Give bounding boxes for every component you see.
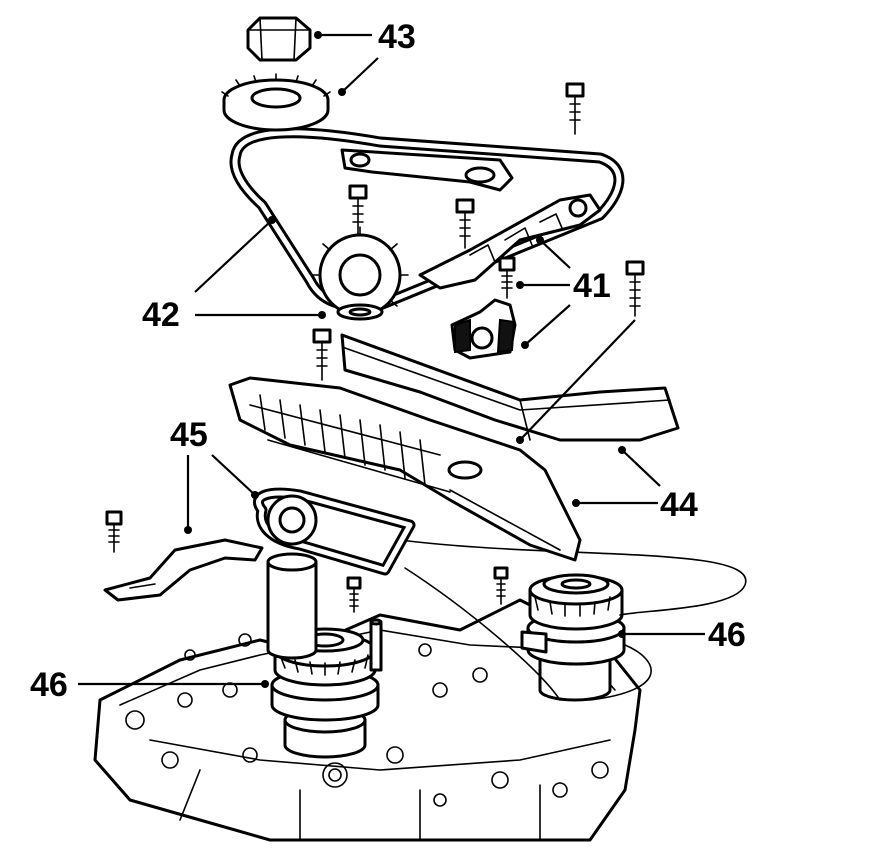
callout-43: 43 [314, 18, 416, 96]
callout-label-44: 44 [660, 486, 698, 524]
assembly-line-1 [399, 539, 747, 616]
chain-guide-bracket [103, 538, 264, 602]
upper-chain-42 [229, 127, 625, 312]
chain-guide-44 [228, 376, 582, 562]
locating-sleeve [266, 552, 318, 660]
tensioner-rail-44 [340, 333, 680, 442]
small-bolt-lower [346, 576, 362, 613]
callout-46-right: 46 [618, 616, 746, 654]
assembly-line-2 [404, 567, 561, 701]
upper-crank-sprocket [311, 226, 409, 321]
top-bolt [565, 82, 585, 135]
callout-46-left: 46 [30, 666, 269, 704]
callout-label-46-right: 46 [708, 616, 746, 654]
lower-right-sprocket-46 [520, 573, 626, 702]
callout-label-43: 43 [378, 18, 416, 56]
engine-block [93, 598, 642, 842]
callout-41: 41 [516, 236, 611, 349]
bolt-right [625, 260, 645, 317]
upper-bolt-1 [348, 184, 368, 236]
callout-label-45: 45 [170, 416, 208, 454]
upper-guide-rail [340, 148, 514, 192]
callout-42: 42 [142, 216, 326, 334]
assembly-line-3 [589, 644, 652, 701]
small-bolt-right [493, 566, 509, 605]
lower-chain-45 [253, 487, 416, 576]
callout-44: 44 [516, 319, 698, 524]
callout-45: 45 [170, 416, 259, 534]
callout-label-41: 41 [573, 267, 611, 305]
cam-sprocket [221, 73, 331, 132]
hex-nut [246, 16, 312, 62]
callout-label-42: 42 [142, 296, 180, 334]
chain-tensioner-41 [450, 298, 517, 360]
dowel-pin [369, 618, 383, 672]
bolt-41 [498, 256, 516, 299]
small-bolt-left [105, 510, 123, 553]
callout-label-46-left: 46 [30, 666, 68, 704]
upper-bolt-2 [455, 198, 475, 249]
bolt-left-mid [312, 328, 332, 381]
tensioner-arm [418, 193, 602, 290]
